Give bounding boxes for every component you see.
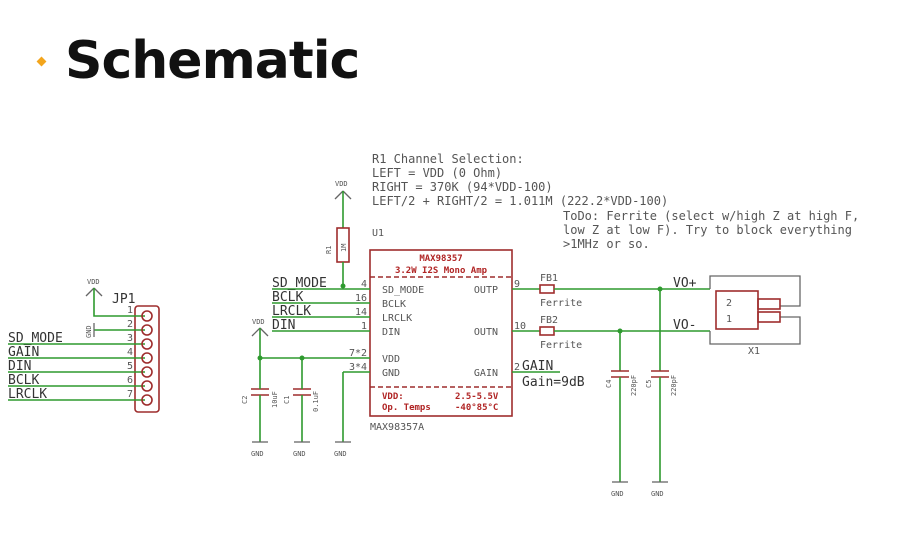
pin-name: GAIN: [474, 368, 498, 379]
r1-channel-note: R1 Channel Selection: LEFT = VDD (0 Ohm)…: [372, 152, 668, 208]
c4-value: 220pF: [630, 375, 638, 396]
vdd-rail: VDD: [251, 318, 370, 385]
vdd-label: VDD: [252, 318, 265, 326]
ic-u1: U1 MAX98357 3.2W I2S Mono Amp VDD: 2.5-5…: [349, 228, 526, 433]
capacitor-c5: C5 220pF GND: [645, 289, 678, 498]
x1-pin: 1: [726, 314, 732, 325]
x1-ref: X1: [748, 346, 760, 357]
x1-pin: 2: [726, 298, 732, 309]
gnd-label: GND: [293, 450, 306, 458]
fb1-ref: FB1: [540, 273, 558, 284]
ic-left-nets: SD_MODE BCLK LRCLK DIN: [272, 276, 370, 333]
ic-temp-label: Op. Temps: [382, 403, 431, 413]
net-label-gain: GAIN: [522, 359, 553, 374]
net-label-vo-plus: VO+: [673, 276, 697, 291]
pin-name: OUTP: [474, 285, 498, 296]
gnd-label: GND: [251, 450, 264, 458]
gnd-label: GND: [334, 450, 347, 458]
ic-gnd: GND: [334, 371, 370, 458]
resistor-r1: R1 1M: [325, 227, 350, 289]
jp1-pin-num: 2: [127, 319, 133, 330]
vdd-label: VDD: [335, 180, 348, 188]
capacitor-c4: C4 220pF GND: [605, 331, 638, 498]
pin-num: 9: [514, 279, 520, 290]
ic-part: MAX98357A: [370, 422, 424, 433]
pin-name: SD_MODE: [382, 285, 424, 296]
pin-name: LRCLK: [382, 313, 412, 324]
jp1-pin-num: 1: [127, 305, 133, 316]
pin-name: GND: [382, 368, 400, 379]
c1-ref: C1: [283, 396, 291, 404]
page-title: Schematic: [65, 31, 360, 91]
pin-num: 10: [514, 321, 526, 332]
title-area: Schematic: [36, 26, 360, 96]
jp1-vdd-label: VDD: [87, 278, 100, 286]
ic-vdd-range: 2.5-5.5V: [455, 392, 499, 402]
jp1-pin-num: 3: [127, 333, 133, 344]
fb1-value: Ferrite: [540, 298, 582, 309]
fb2-ref: FB2: [540, 315, 558, 326]
c5-value: 220pF: [670, 375, 678, 396]
net-label-sd-mode: SD_MODE: [272, 276, 327, 291]
c2-value: 10uF: [271, 391, 279, 408]
capacitor-c1: C1 0.1uF GND: [283, 385, 320, 458]
c5-ref: C5: [645, 380, 653, 388]
pin-name: DIN: [382, 327, 400, 338]
speaker-connector-x1: 2 1 X1: [709, 275, 801, 357]
capacitor-c2: C2 10uF GND: [241, 385, 279, 458]
jp1-pin-num: 4: [127, 347, 133, 358]
c2-ref: C2: [241, 396, 249, 404]
header-jp1: JP1 VDD GND SD_MODE GAIN DIN BCLK LRCLK …: [8, 278, 160, 413]
note-line: LEFT/2 + RIGHT/2 = 1.011M (222.2*VDD-100…: [372, 194, 668, 208]
jp1-net: GAIN: [8, 345, 39, 360]
r1-value: 1M: [340, 244, 348, 252]
gain-note: Gain=9dB: [522, 375, 585, 390]
ic-ref: U1: [372, 228, 384, 239]
pin-num: 7*2: [349, 348, 367, 359]
gnd-label: GND: [611, 490, 624, 498]
net-label-din: DIN: [272, 318, 295, 333]
fb2-value: Ferrite: [540, 340, 582, 351]
todo-line: >1MHz or so.: [563, 237, 650, 251]
ic-vdd-label: VDD:: [382, 392, 404, 402]
pin-name: OUTN: [474, 327, 498, 338]
ic-temp-range: -40°85°C: [455, 403, 498, 413]
c1-value: 0.1uF: [312, 391, 320, 412]
gnd-label: GND: [651, 490, 664, 498]
c4-ref: C4: [605, 380, 613, 388]
pin-num: 2: [514, 362, 520, 373]
pin-num: 4: [361, 279, 367, 290]
net-label-vo-minus: VO-: [673, 318, 696, 333]
pin-num: 1: [361, 321, 367, 332]
net-label-lrclk: LRCLK: [272, 304, 311, 319]
vdd-symbol-r1: VDD: [334, 180, 352, 228]
jp1-net: SD_MODE: [8, 331, 63, 346]
todo-line: low Z at low F). Try to block everything: [563, 223, 852, 237]
r1-ref: R1: [325, 246, 333, 254]
output-nets: FB1 Ferrite VO+ FB2 Ferrite VO- GAIN Gai…: [512, 273, 710, 390]
jp1-pin-num: 5: [127, 361, 133, 372]
pin-name: VDD: [382, 354, 400, 365]
pin-num: 14: [355, 307, 367, 318]
jp1-net: LRCLK: [8, 387, 47, 402]
todo-note: ToDo: Ferrite (select w/high Z at high F…: [563, 209, 859, 251]
jp1-net: DIN: [8, 359, 31, 374]
jp1-ref: JP1: [112, 292, 135, 307]
pin-num: 16: [355, 293, 367, 304]
pin-num: 3*4: [349, 362, 367, 373]
jp1-pin-num: 7: [127, 389, 133, 400]
note-line: RIGHT = 370K (94*VDD-100): [372, 180, 553, 194]
todo-line: ToDo: Ferrite (select w/high Z at high F…: [563, 209, 859, 223]
jp1-pin-num: 6: [127, 375, 133, 386]
net-label-bclk: BCLK: [272, 290, 303, 305]
jp1-net: BCLK: [8, 373, 39, 388]
pin-name: BCLK: [382, 299, 406, 310]
jp1-gnd-label: GND: [85, 325, 93, 338]
ic-name: MAX98357: [419, 254, 462, 264]
ic-desc: 3.2W I2S Mono Amp: [395, 266, 488, 276]
note-line: R1 Channel Selection:: [372, 152, 524, 166]
note-line: LEFT = VDD (0 Ohm): [372, 166, 502, 180]
